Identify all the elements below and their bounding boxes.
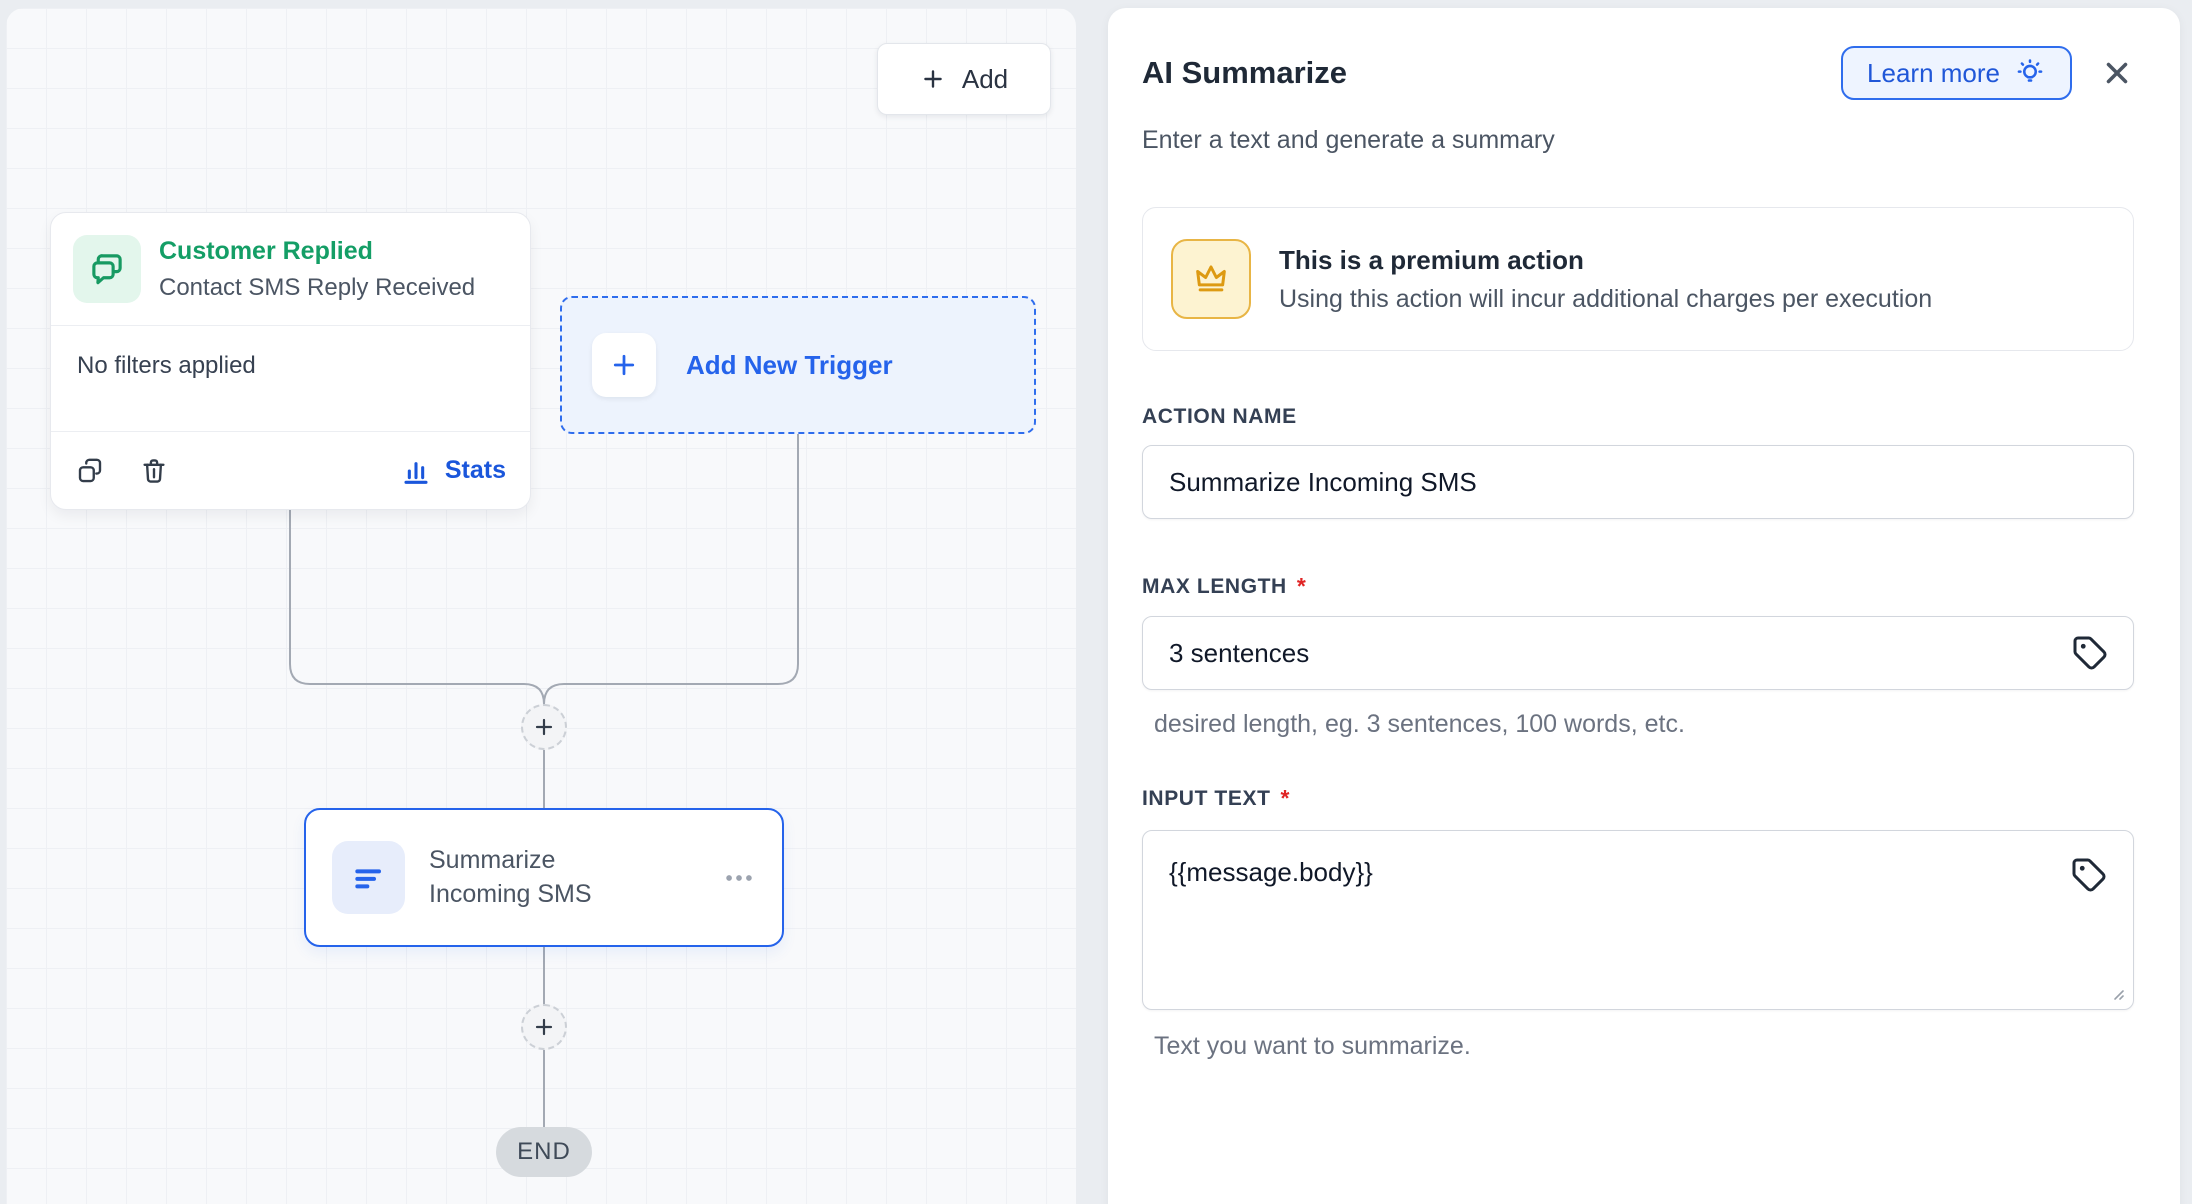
trigger-card-customer-replied[interactable]: Customer Replied Contact SMS Reply Recei… [50, 212, 531, 510]
end-label: END [517, 1138, 571, 1165]
text-lines-icon [332, 841, 405, 914]
end-node: END [496, 1127, 592, 1177]
stats-label: Stats [444, 456, 506, 484]
premium-description: Using this action will incur additional … [1279, 284, 1933, 313]
input-text-label: INPUT TEXT * [1142, 785, 1291, 811]
plus-icon [592, 333, 656, 397]
max-length-field [1142, 600, 2134, 690]
learn-more-button[interactable]: Learn more [1841, 46, 2072, 100]
premium-action-notice: This is a premium action Using this acti… [1142, 207, 2134, 351]
action-name-label: ACTION NAME [1142, 405, 1297, 428]
learn-more-label: Learn more [1867, 57, 2000, 88]
max-length-helper: desired length, eg. 3 sentences, 100 wor… [1154, 710, 1685, 738]
trigger-title: Customer Replied [159, 237, 373, 266]
action-name-input[interactable] [1142, 445, 2134, 519]
max-length-label: MAX LENGTH * [1142, 573, 1307, 599]
close-icon[interactable] [2100, 56, 2134, 90]
insert-step-button-2[interactable] [521, 1004, 567, 1050]
panel-subtitle: Enter a text and generate a summary [1142, 126, 1555, 154]
crown-icon [1171, 239, 1251, 319]
trigger-subtitle: Contact SMS Reply Received [159, 273, 476, 301]
premium-text: This is a premium action Using this acti… [1279, 245, 1932, 314]
tag-icon[interactable] [2071, 857, 2107, 893]
panel-title: AI Summarize [1142, 55, 1348, 90]
trigger-card-header: Customer Replied Contact SMS Reply Recei… [51, 213, 530, 325]
add-new-trigger-label: Add New Trigger [686, 349, 893, 380]
plus-icon [535, 1018, 553, 1036]
ellipsis-icon[interactable] [722, 861, 756, 895]
tag-icon[interactable] [2072, 635, 2108, 671]
plus-icon [535, 718, 553, 736]
input-text-textarea[interactable]: {{message.body}} [1143, 831, 2133, 1009]
premium-title: This is a premium action [1279, 244, 1584, 275]
add-button[interactable]: Add [877, 43, 1051, 115]
trigger-card-titles: Customer Replied Contact SMS Reply Recei… [159, 235, 475, 303]
required-asterisk: * [1280, 785, 1291, 811]
required-asterisk: * [1296, 573, 1307, 599]
add-button-label: Add [961, 63, 1009, 94]
action-node-label: Summarize Incoming SMS [429, 845, 592, 908]
bar-chart-icon [400, 455, 432, 487]
panel-header-actions: Learn more [1841, 46, 2134, 100]
copy-icon[interactable] [75, 456, 105, 486]
lightbulb-icon [2014, 57, 2046, 89]
input-text-field: {{message.body}} [1142, 830, 2134, 1010]
add-new-trigger-button[interactable]: Add New Trigger [560, 296, 1036, 434]
trash-icon[interactable] [139, 456, 169, 486]
chat-bubbles-icon [73, 235, 141, 303]
trigger-card-footer: Stats [51, 431, 530, 509]
trigger-filters-text: No filters applied [51, 325, 530, 431]
action-node-summarize[interactable]: Summarize Incoming SMS [304, 808, 784, 947]
stats-button[interactable]: Stats [400, 455, 506, 487]
resize-handle-icon[interactable] [2107, 983, 2127, 1003]
max-length-input[interactable] [1142, 616, 2134, 690]
plus-icon [920, 66, 946, 92]
insert-step-button-1[interactable] [521, 704, 567, 750]
ai-summarize-panel: AI Summarize Learn more [1108, 8, 2180, 1204]
input-text-helper: Text you want to summarize. [1154, 1032, 1471, 1060]
workflow-canvas[interactable]: Add Customer Replied Contact SMS Reply R… [6, 8, 1076, 1204]
panel-header: AI Summarize Learn more [1142, 46, 2134, 100]
